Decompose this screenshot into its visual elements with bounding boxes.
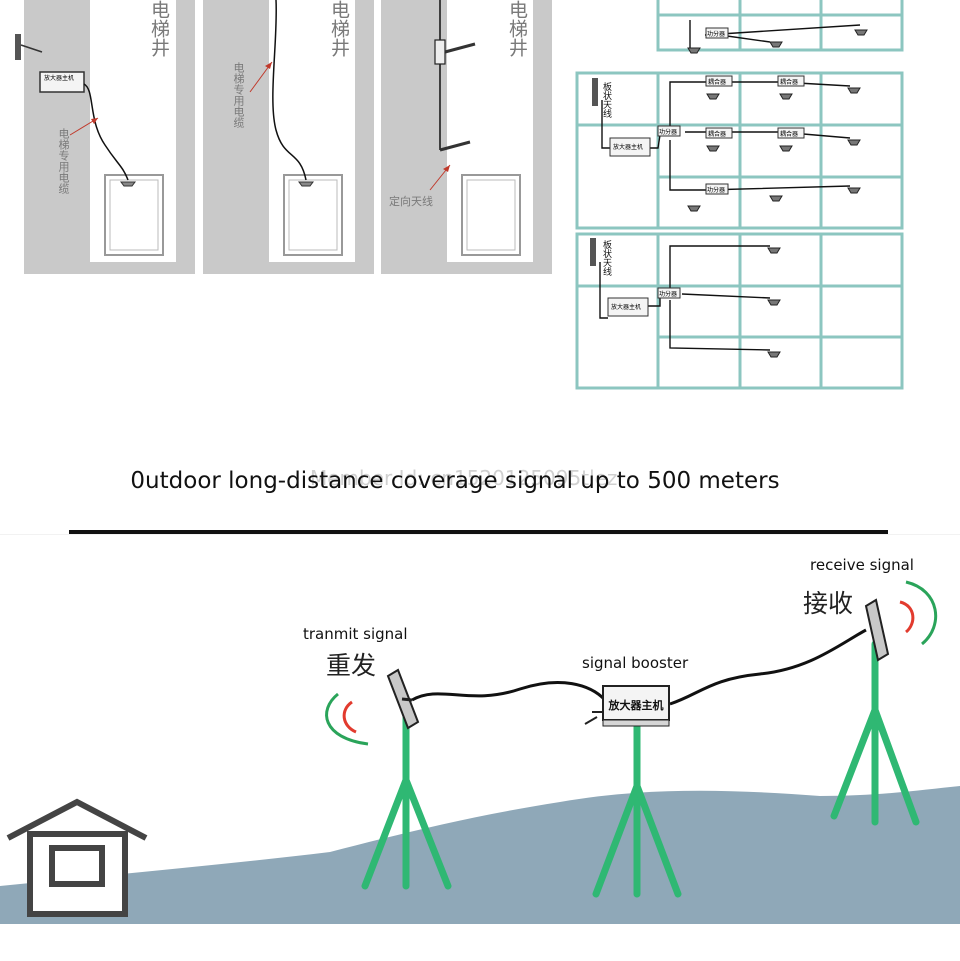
svg-text:功分器: 功分器 (659, 128, 677, 136)
splitter-icon (657, 287, 681, 299)
svg-text:放大器主机: 放大器主机 (44, 74, 74, 82)
svg-text:放大器主机: 放大器主机 (613, 143, 643, 151)
receive-signal-cn-label: 接收 (803, 589, 854, 618)
amplifier-icon (39, 71, 85, 93)
svg-text:耦合器: 耦合器 (780, 78, 798, 86)
hill (0, 786, 960, 924)
watermark: Member Id: cn1520125095tlez (310, 466, 618, 490)
signal-wave-red-icon (342, 700, 357, 734)
signal-wave-green-icon (905, 580, 938, 646)
amplifier-icon (607, 297, 649, 317)
coupler-icon (705, 75, 733, 87)
svg-text:功分器: 功分器 (659, 290, 677, 298)
signal-wave-green-icon (325, 692, 369, 746)
panel-antenna-icon (592, 78, 598, 106)
shaft-label-2: 电梯井 (328, 0, 350, 57)
elevator-diagram: 放大器主机 (15, 0, 552, 274)
receive-signal-label: receive signal (810, 556, 914, 574)
directional-antenna-label: 定向天线 (389, 195, 433, 208)
svg-text:耦合器: 耦合器 (708, 130, 726, 138)
transmit-signal-label: tranmit signal (303, 625, 408, 643)
transmit-tripod (361, 710, 452, 890)
splitter-icon (705, 27, 729, 39)
splitter-icon (657, 125, 681, 137)
cable-label-2: 电梯专用电缆 (232, 62, 245, 128)
house-icon (6, 798, 148, 917)
panel-antenna-icon (15, 34, 21, 60)
amplifier-icon (609, 137, 651, 157)
coupler-icon (705, 127, 733, 139)
headline: 0utdoor long-distance coverage signal up… (130, 468, 780, 494)
booster-box-label: 放大器主机 (608, 698, 664, 712)
splitter-icon (705, 183, 729, 195)
outdoor-coverage-diagram: 放大器主机 (0, 534, 960, 924)
signal-booster-icon (584, 685, 670, 727)
cable-label-1: 电梯专用电缆 (57, 128, 70, 194)
booster-tripod (592, 720, 682, 898)
coupler-icon (777, 127, 805, 139)
splitter-icon (434, 39, 446, 65)
panel-antenna-label-2: 板状天线 (601, 240, 611, 276)
transmit-signal-cn-label: 重发 (326, 651, 377, 680)
transmit-panel-antenna-icon (386, 668, 420, 730)
elevator-car-2 (283, 174, 343, 256)
svg-text:耦合器: 耦合器 (780, 130, 798, 138)
signal-booster-label: signal booster (582, 654, 689, 672)
svg-text:功分器: 功分器 (707, 30, 725, 38)
receive-panel-antenna-icon (864, 598, 890, 662)
panel-antenna-label-1: 板状天线 (601, 82, 611, 118)
panel-antenna-icon (590, 238, 596, 266)
building-distribution-diagram: 放大器主机 功分器 耦合器 耦合器 耦合器 耦合器 功分器 功分器 放大器主机 … (575, 0, 904, 390)
svg-text:放大器主机: 放大器主机 (611, 303, 641, 311)
shaft-label-3: 电梯井 (506, 0, 528, 57)
cable (411, 681, 607, 702)
divider (69, 530, 888, 534)
shaft-label-1: 电梯井 (148, 0, 170, 57)
svg-text:功分器: 功分器 (707, 186, 725, 194)
cable (669, 628, 867, 706)
svg-text:耦合器: 耦合器 (708, 78, 726, 86)
coupler-icon (777, 75, 805, 87)
elevator-car-3 (461, 174, 521, 256)
elevator-car-1 (104, 174, 164, 256)
receive-tripod (830, 640, 920, 826)
signal-wave-red-icon (899, 600, 915, 634)
